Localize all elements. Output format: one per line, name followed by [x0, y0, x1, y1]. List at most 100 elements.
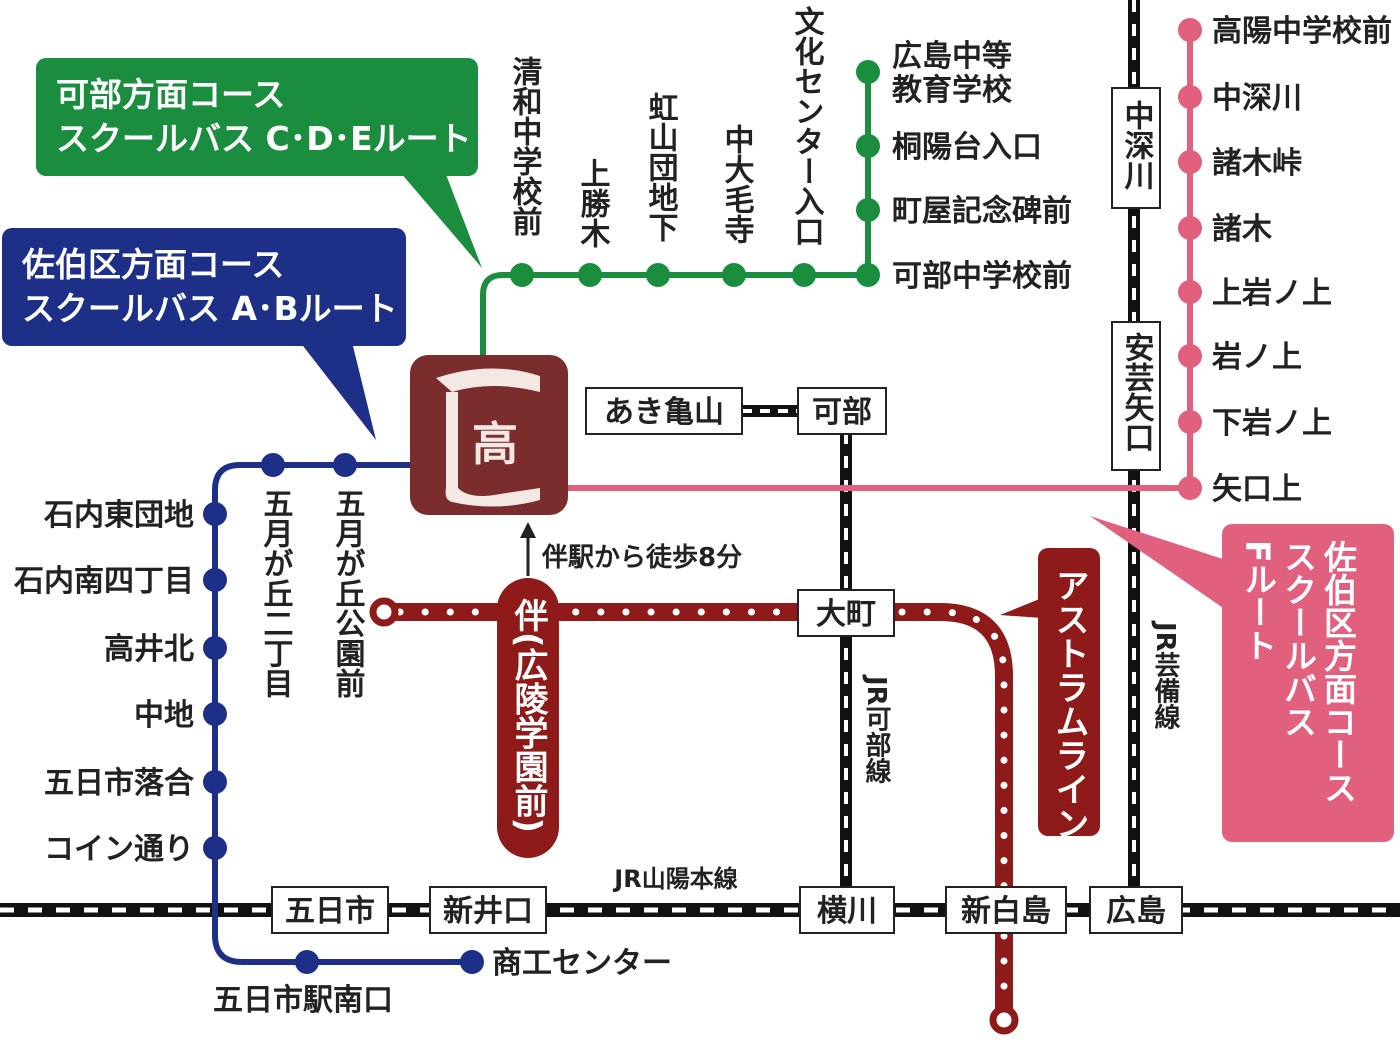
- school-crest-icon: 高: [410, 355, 568, 515]
- station-box-akikameyama: あき亀山: [585, 387, 743, 435]
- green-stop-label: 虹山団地下: [643, 92, 679, 242]
- navy-stop-dot: [203, 702, 227, 726]
- green-stop-dot: [856, 263, 880, 287]
- pink-stop-label: 高陽中学校前: [1212, 14, 1392, 49]
- navy-stop-label: 五日市落合: [44, 766, 194, 801]
- station-box-akiyaguchi: 安芸矢口: [1111, 321, 1161, 471]
- pink-stop-dot: [1178, 410, 1202, 434]
- green-stop-dot: [856, 60, 880, 84]
- jr-sanyo-label: JR山陽本線: [612, 865, 737, 893]
- pink-stop-label: 中深川: [1212, 81, 1302, 116]
- navy-stop-label: 五日市駅南口: [213, 983, 393, 1018]
- pink-stop-dot: [1178, 476, 1202, 500]
- station-box-hiroshima: 広島: [1089, 886, 1183, 934]
- station-box-yokogawa: 横川: [799, 886, 895, 934]
- navy-callout-line2: スクールバス A･Bルート: [22, 289, 398, 328]
- walk-note: 伴駅から徒歩8分: [541, 543, 742, 573]
- green-stop-dot: [722, 263, 746, 287]
- tomo-station-label: 伴(広陵学園前): [508, 598, 549, 833]
- station-label: 新白島: [961, 894, 1051, 929]
- green-stop-dot: [856, 198, 880, 222]
- green-callout: 可部方面コース スクールバス C･D･Eルート: [36, 58, 482, 268]
- pink-callout-line2: スクールバス: [1279, 540, 1318, 738]
- station-label: 五日市: [285, 894, 375, 929]
- navy-stop-dot: [333, 453, 357, 477]
- station-label: 安芸矢口: [1119, 332, 1155, 452]
- navy-stop-label: 石内東団地: [43, 498, 194, 533]
- pink-stop-label: 諸木峠: [1212, 146, 1302, 181]
- pink-callout-line1: 佐伯区方面コース: [1319, 540, 1359, 804]
- green-stop-label: 町屋記念碑前: [892, 194, 1072, 229]
- navy-stop-dot: [460, 950, 484, 974]
- station-box-omachi: 大町: [797, 589, 895, 637]
- pink-bus-route: [566, 18, 1202, 500]
- station-label: 横川: [817, 894, 877, 929]
- green-stop-dot: [510, 263, 534, 287]
- station-box-shinhakushima: 新白島: [945, 886, 1067, 934]
- pink-stop-dot: [1178, 18, 1202, 42]
- green-stop-label: 教育学校: [892, 73, 1012, 108]
- pink-stop-label: 岩ノ上: [1212, 340, 1302, 375]
- pink-stop-label: 下岩ノ上: [1212, 406, 1332, 441]
- green-stop-dot: [856, 134, 880, 158]
- school-crest-kanji: 高: [472, 417, 518, 471]
- navy-stop-dot: [295, 950, 319, 974]
- station-box-itsukaichi: 五日市: [271, 886, 389, 934]
- astram-line: [369, 597, 1019, 1035]
- green-bus-route: [480, 60, 880, 455]
- pink-stop-dot: [1178, 344, 1202, 368]
- station-label: 中深川: [1119, 100, 1155, 190]
- pink-stop-dot: [1178, 280, 1202, 304]
- green-callout-line2: スクールバス C･D･Eルート: [56, 119, 472, 158]
- station-label: 可部: [812, 395, 872, 430]
- pink-stop-dot: [1178, 85, 1202, 109]
- navy-stop-dot: [203, 770, 227, 794]
- navy-stop-label: 五月が丘公園前: [330, 488, 366, 698]
- jr-geibi-label: JR芸備線: [1150, 620, 1180, 731]
- tomo-station: 伴(広陵学園前): [497, 578, 559, 858]
- green-callout-line1: 可部方面コース: [56, 75, 285, 114]
- navy-callout-line1: 佐伯区方面コース: [21, 245, 284, 284]
- station-label: 広島: [1106, 894, 1166, 929]
- astram-terminal-dot: [989, 1005, 1019, 1035]
- pink-stop-dot: [1178, 216, 1202, 240]
- green-stop-label: 中大毛寺: [719, 124, 755, 244]
- pink-callout: 佐伯区方面コース スクールバス Fルート: [1090, 516, 1394, 842]
- green-stop-label: 可部中学校前: [892, 259, 1072, 294]
- astram-terminal-dot: [369, 597, 399, 627]
- navy-stop-label: 五月が丘二丁目: [258, 488, 294, 698]
- navy-bus-route: [203, 453, 484, 974]
- station-box-kabe: 可部: [797, 387, 887, 435]
- green-stop-dot: [578, 263, 602, 287]
- navy-stop-dot: [203, 568, 227, 592]
- station-label: あき亀山: [604, 395, 724, 430]
- navy-stop-dot: [203, 636, 227, 660]
- navy-stop-label: 中地: [134, 698, 194, 733]
- green-stop-label: 広島中等: [892, 39, 1012, 74]
- jr-kabe-label: JR可部線: [861, 674, 891, 785]
- navy-stop-dot: [203, 502, 227, 526]
- navy-callout: 佐伯区方面コース スクールバス A･Bルート: [2, 228, 406, 440]
- pink-stop-dot: [1178, 150, 1202, 174]
- station-label: 新井口: [443, 894, 533, 929]
- green-stop-dot: [792, 263, 816, 287]
- navy-stop-dot: [203, 836, 227, 860]
- astram-name-label: アストラムライン: [1049, 568, 1089, 840]
- green-stop-label: 桐陽台入口: [892, 130, 1042, 165]
- navy-stop-label: 石内南四丁目: [13, 564, 194, 599]
- pink-stop-label: 矢口上: [1212, 472, 1302, 507]
- pink-callout-line3: Fルート: [1239, 540, 1278, 662]
- astram-name-callout: アストラムライン: [1000, 548, 1100, 840]
- green-stop-dot: [646, 263, 670, 287]
- navy-stop-label: 商工センター: [492, 946, 672, 981]
- station-box-shiniguchi: 新井口: [429, 886, 547, 934]
- green-stop-label: 文化センター入口: [789, 5, 825, 246]
- station-label: 大町: [816, 597, 876, 632]
- navy-stop-label: コイン通り: [44, 832, 194, 867]
- pink-stop-label: 上岩ノ上: [1212, 276, 1332, 311]
- green-stop-label: 上勝木: [575, 158, 612, 248]
- walk-arrow: [520, 522, 536, 576]
- pink-stop-label: 諸木: [1212, 212, 1272, 247]
- navy-stop-label: 高井北: [104, 632, 194, 667]
